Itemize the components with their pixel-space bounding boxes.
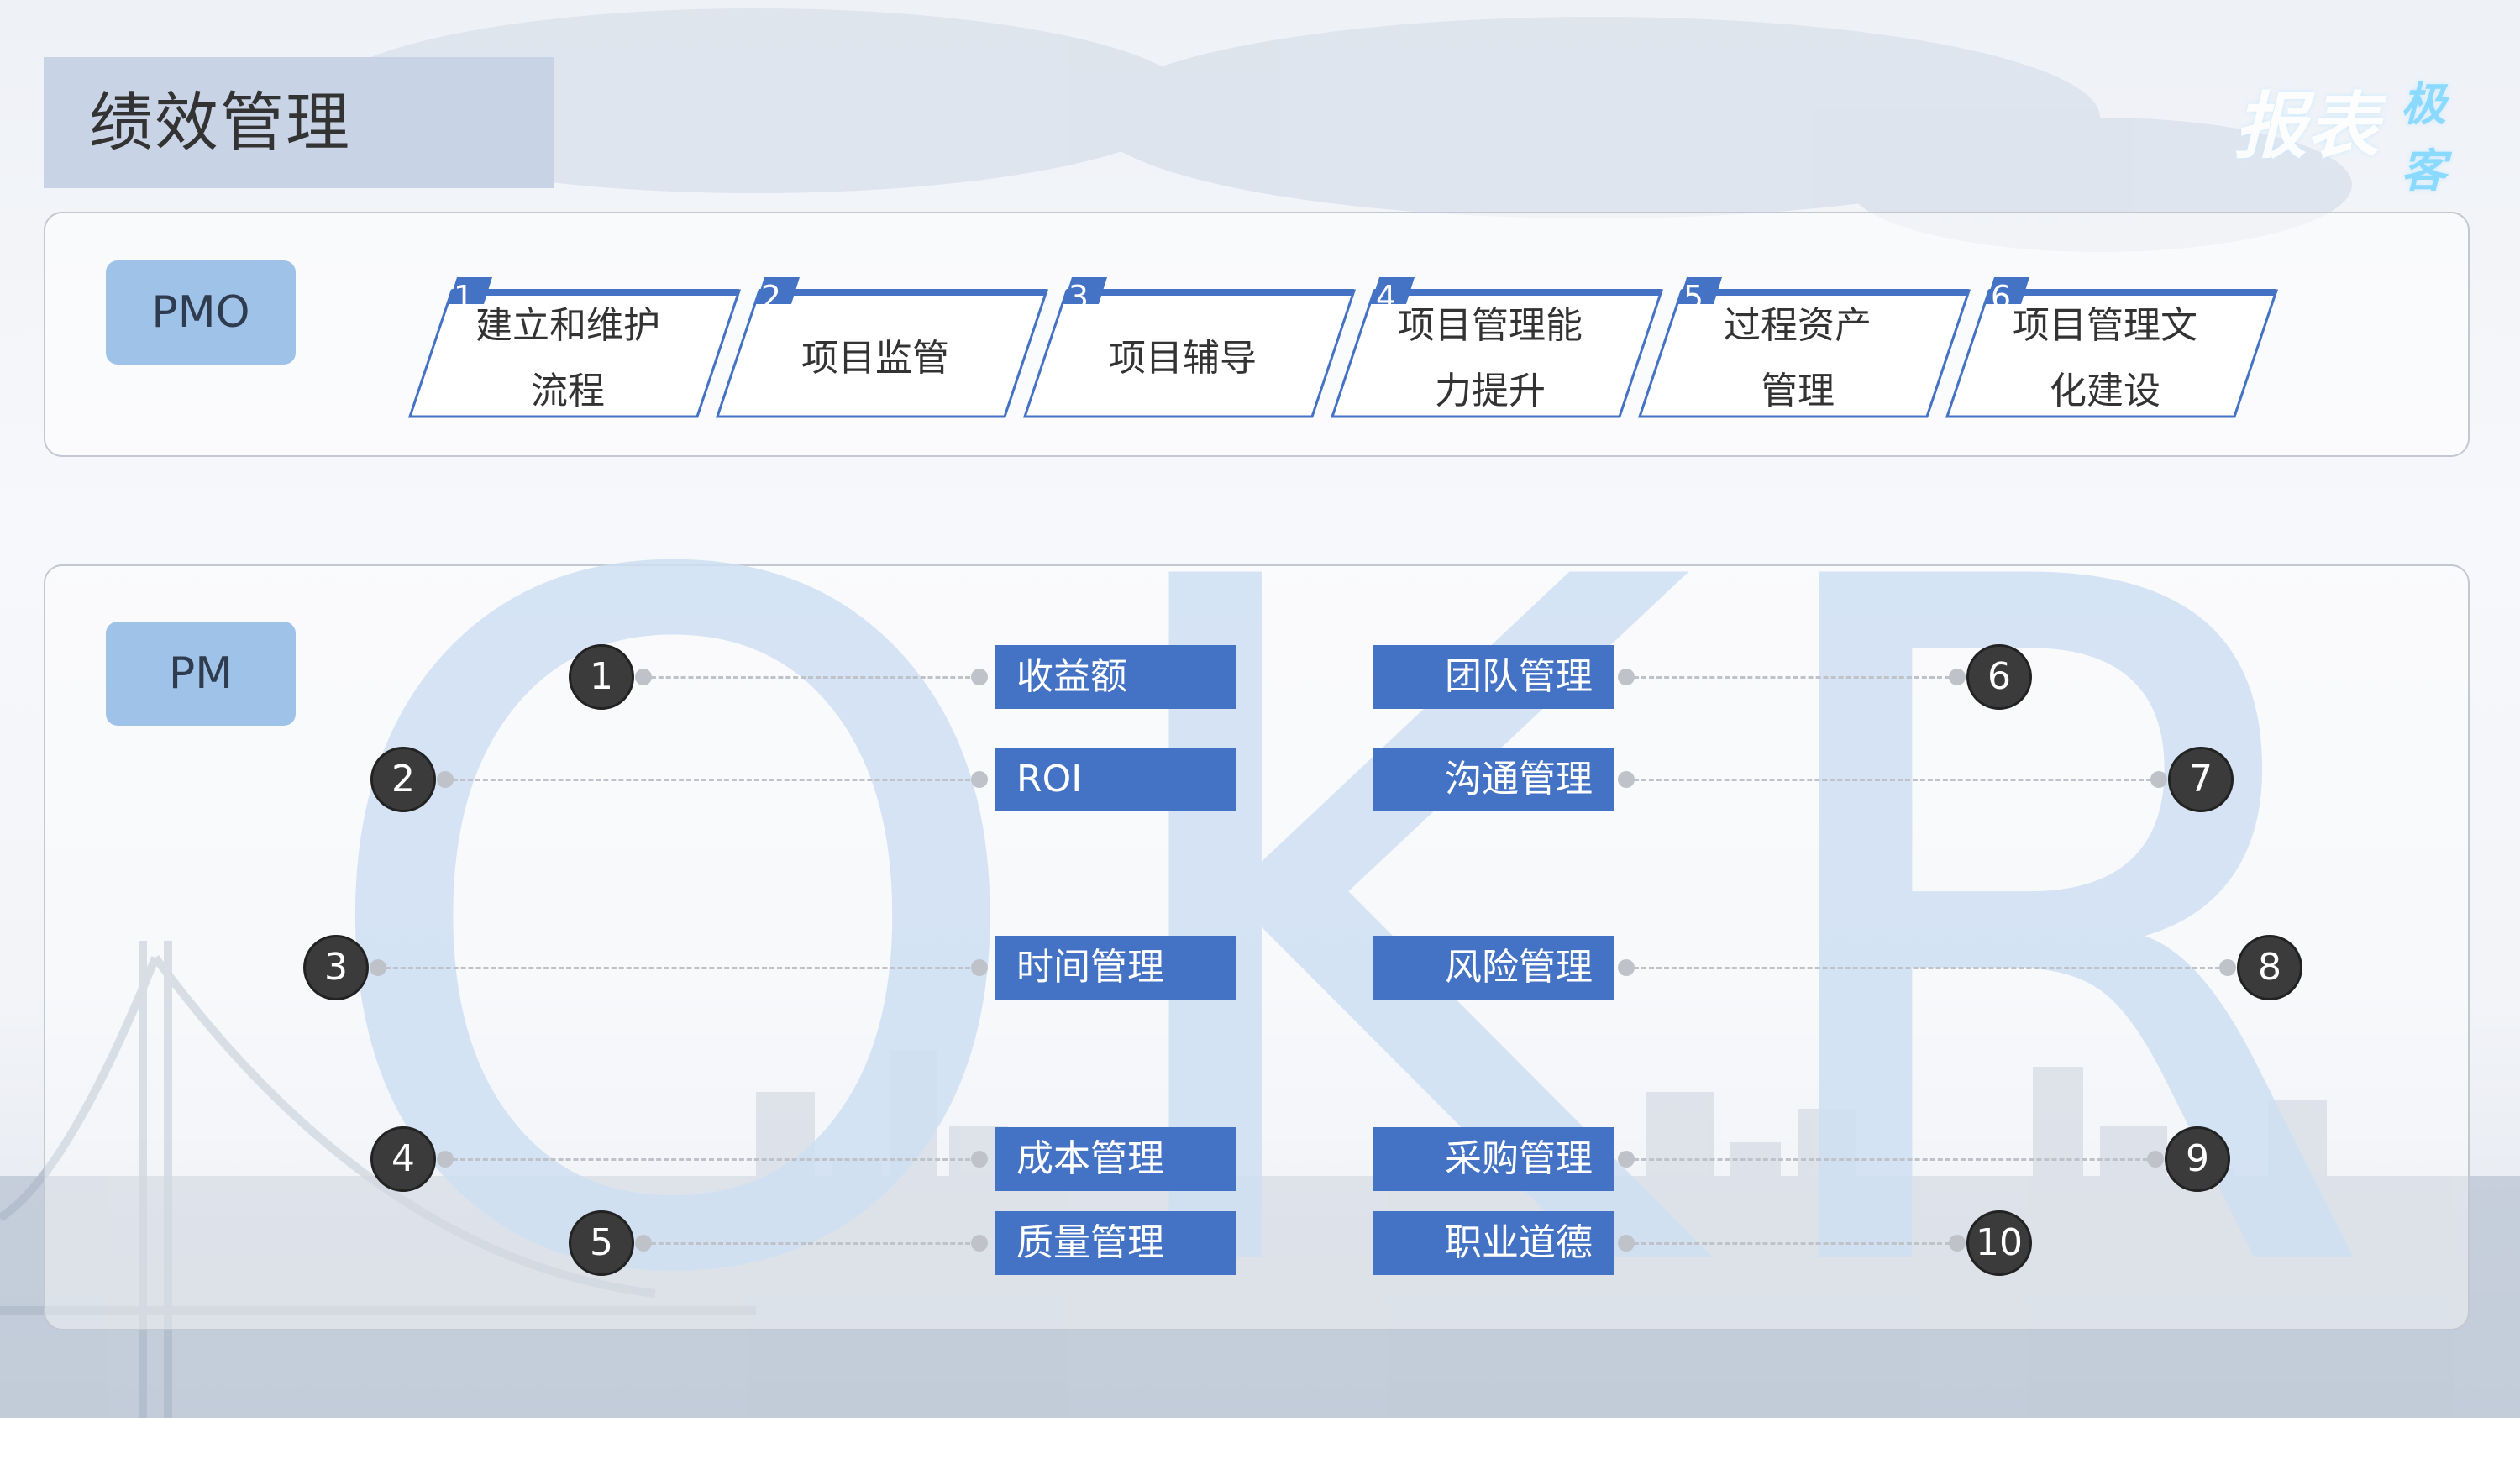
step-shape [716,277,1049,418]
connector-dot [1949,1235,1966,1252]
connector-dot [971,1151,988,1168]
city-skyline-illustration [0,8,2520,1418]
okr-item-box: 成本管理 [995,1127,1236,1191]
number-circle: 5 [569,1210,634,1276]
connector-dot [437,1151,454,1168]
logo-sub-text: 极客 [2401,78,2446,197]
brand-logo: 报表 极客 [2234,67,2453,197]
connector-line [378,967,978,969]
number-circle: 10 [1966,1210,2032,1276]
step-shape [1331,277,1664,418]
step-shape [408,277,742,418]
step-label: 过程资产 管理 [1724,304,1872,412]
number-circle: 7 [2168,747,2234,812]
connector-line [1626,1242,1957,1245]
okr-item-box: ROI [995,748,1236,811]
connector-dot [1618,669,1635,685]
connector-line [1626,1158,2155,1161]
connector-line [445,779,978,781]
pm-panel [44,564,2470,1330]
step-shape [1945,277,2279,418]
connector-dot [2219,959,2236,976]
connector-dot [1618,959,1635,976]
okr-item-box: 时间管理 [995,936,1236,1000]
connector-dot [635,1235,652,1252]
pmo-tag: PMO [106,260,296,365]
pmo-step-3: 3 项目辅导 [1023,277,1359,420]
step-number: 6 [1990,279,2012,316]
step-number: 5 [1683,279,1704,316]
connector-dot [1618,1151,1635,1168]
okr-item-box: 收益额 [995,645,1236,709]
step-number: 4 [1375,279,1397,316]
connector-line [643,1242,978,1245]
connector-dot [971,959,988,976]
okr-item-box: 沟通管理 [1373,748,1614,811]
step-label: 项目管理能 力提升 [1398,304,1583,412]
connector-dot [1618,771,1635,788]
step-shape [1023,277,1357,418]
okr-item-box: 风险管理 [1373,936,1614,1000]
step-number: 1 [453,279,475,316]
step-number: 2 [760,279,782,316]
okr-item-box: 职业道德 [1373,1211,1614,1275]
connector-dot [971,771,988,788]
connector-dot [2147,1151,2164,1168]
connector-line [445,1158,978,1161]
number-circle: 3 [303,935,369,1000]
okr-item-box: 质量管理 [995,1211,1236,1275]
logo-main-text: 报表 [2234,85,2379,169]
connector-line [1626,967,2228,969]
okr-item-box: 团队管理 [1373,645,1614,709]
step-label: 项目辅导 [1109,337,1257,380]
number-circle: 8 [2237,935,2302,1000]
step-number: 3 [1068,279,1089,316]
step-shape [1638,277,1971,418]
pmo-step-5: 5 过程资产 管理 [1638,277,1974,420]
connector-line [1626,676,1957,679]
connector-dot [1949,669,1966,685]
connector-dot [635,669,652,685]
pm-tag: PM [106,622,296,726]
number-circle: 1 [569,644,634,710]
page-title: 绩效管理 [89,85,351,160]
connector-dot [2150,771,2167,788]
pmo-step-2: 2 项目监管 [716,277,1052,420]
step-label: 项目监管 [801,337,949,380]
connector-line [1626,779,2159,781]
number-circle: 9 [2165,1126,2230,1192]
connector-dot [437,771,454,788]
number-circle: 6 [1966,644,2032,710]
number-circle: 4 [370,1126,436,1192]
okr-item-box: 采购管理 [1373,1127,1614,1191]
connector-line [643,676,978,679]
connector-dot [370,959,386,976]
connector-dot [971,669,988,685]
title-banner [44,57,554,188]
step-label: 建立和维护 流程 [475,304,660,412]
step-label: 项目管理文 化建设 [2013,304,2197,412]
number-circle: 2 [370,747,436,812]
connector-dot [971,1235,988,1252]
connector-dot [1618,1235,1635,1252]
